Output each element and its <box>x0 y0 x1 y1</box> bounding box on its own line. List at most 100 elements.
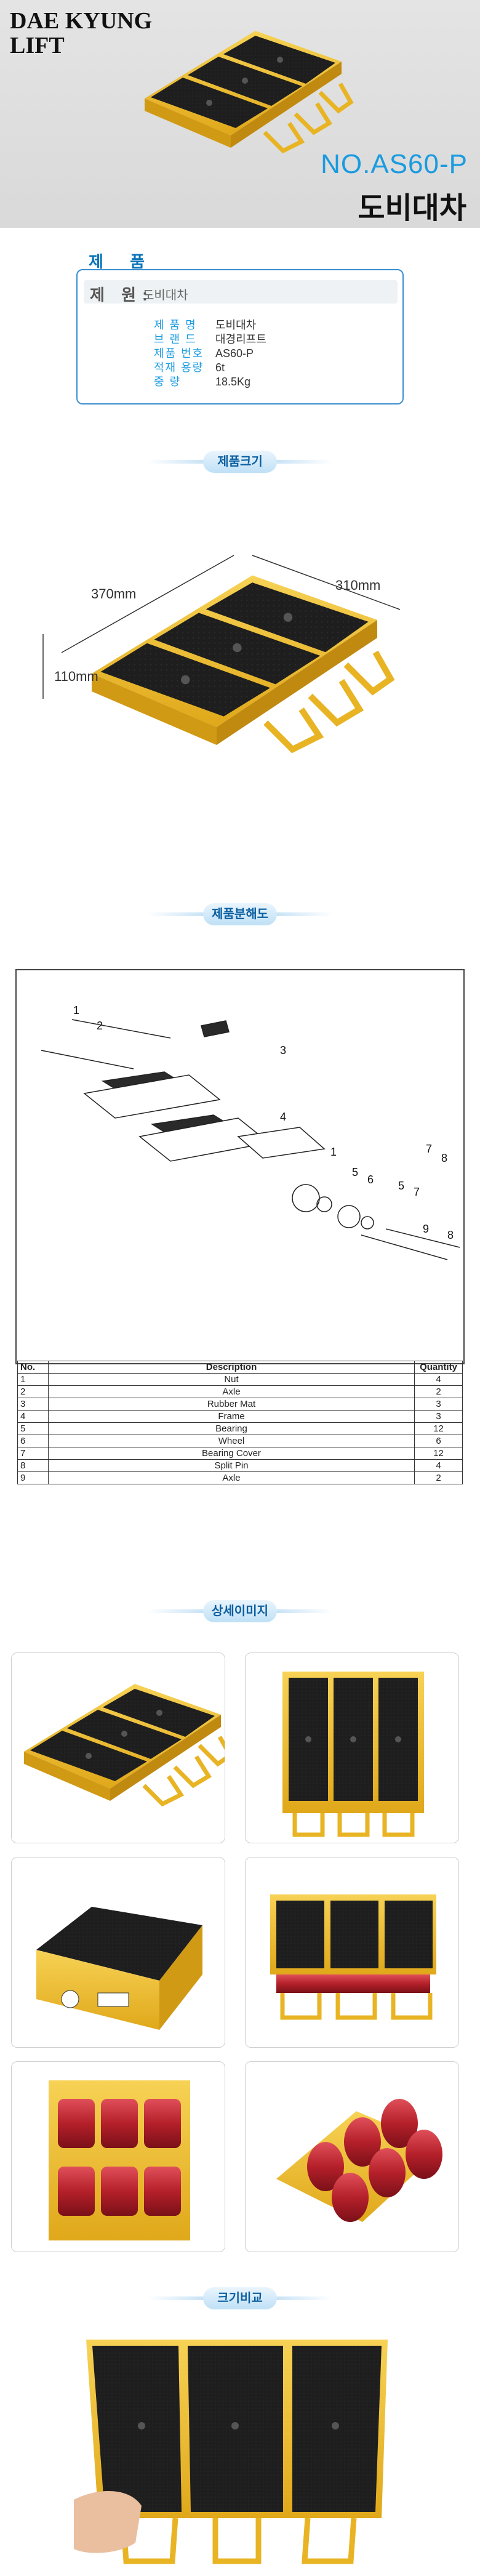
callout: 2 <box>97 1020 103 1032</box>
product-info: 제 품 제 원: 도비대차 제 품 명 도비대차 브 랜 드 대경리프트 제품 번호… <box>76 243 404 405</box>
cell-no: 6 <box>17 1435 49 1447</box>
cell-description: Wheel <box>48 1435 415 1447</box>
spec-key: 적재 용량 <box>154 361 204 374</box>
info-heading: 제 품 <box>89 252 156 271</box>
cell-no: 3 <box>17 1398 49 1411</box>
size-compare-photo <box>74 2340 388 2564</box>
section-label: 제품분해도 <box>203 903 277 925</box>
spec-value: 18.5Kg <box>215 376 251 388</box>
detail-photo-4 <box>245 1857 459 2048</box>
exploded-drawing <box>41 1019 460 1260</box>
section-header-compare: 크기비교 <box>0 2283 480 2314</box>
cell-no: 9 <box>17 1471 49 1484</box>
product-name: 도비대차 <box>358 192 466 225</box>
spec-row: 브 랜 드 대경리프트 <box>154 332 266 347</box>
col-header-quantity: Quantity <box>414 1361 463 1374</box>
section-label: 크기비교 <box>203 2287 277 2309</box>
info-row-value: 도비대차 <box>143 289 188 302</box>
callout: 5 <box>352 1166 359 1178</box>
length-dimension-line <box>61 555 234 653</box>
callout: 7 <box>426 1143 433 1155</box>
spec-value: 6t <box>215 361 225 374</box>
spec-key: 브 랜 드 <box>154 333 197 345</box>
cell-quantity: 3 <box>414 1398 463 1411</box>
cell-quantity: 2 <box>414 1471 463 1484</box>
spec-list: 제 품 명 도비대차 브 랜 드 대경리프트 제품 번호 AS60-P 적재 용량 6t… <box>154 318 266 389</box>
table-header-row: No. Description Quantity <box>17 1361 463 1374</box>
col-header-description: Description <box>48 1361 415 1374</box>
cell-no: 1 <box>17 1373 49 1386</box>
callout: 9 <box>423 1223 430 1235</box>
cell-quantity: 3 <box>414 1410 463 1423</box>
callout: 1 <box>73 1004 80 1016</box>
spec-row: 중 량 18.5Kg <box>154 375 266 389</box>
info-row-label: 제 원: <box>90 286 154 304</box>
spec-key: 중 량 <box>154 376 182 388</box>
width-dimension-line <box>252 555 401 610</box>
section-label: 제품크기 <box>203 451 277 473</box>
cell-description: Frame <box>48 1410 415 1423</box>
callout: 3 <box>280 1044 287 1057</box>
callout: 4 <box>280 1111 287 1123</box>
brand-line2: LIFT <box>10 33 65 58</box>
dimension-product-image <box>92 576 391 750</box>
spec-row: 제 품 명 도비대차 <box>154 318 266 332</box>
callout: 1 <box>330 1146 337 1158</box>
cell-no: 7 <box>17 1447 49 1460</box>
info-name-row: 제 원: 도비대차 <box>84 280 398 304</box>
cell-quantity: 12 <box>414 1422 463 1435</box>
callout: 8 <box>441 1152 448 1164</box>
section-header-detail: 상세이미지 <box>0 1596 480 1627</box>
section-label: 상세이미지 <box>203 1600 277 1622</box>
spec-key: 제품 번호 <box>154 347 204 360</box>
cell-description: Nut <box>48 1373 415 1386</box>
spec-value: 도비대차 <box>215 319 257 331</box>
cell-description: Bearing <box>48 1422 415 1435</box>
callout: 8 <box>447 1229 454 1241</box>
cell-description: Split Pin <box>48 1459 415 1472</box>
cell-quantity: 6 <box>414 1435 463 1447</box>
section-header-exploded: 제품분해도 <box>0 899 480 930</box>
cell-description: Axle <box>48 1471 415 1484</box>
cell-no: 8 <box>17 1459 49 1472</box>
cell-quantity: 2 <box>414 1385 463 1398</box>
cell-no: 5 <box>17 1422 49 1435</box>
cell-quantity: 4 <box>414 1459 463 1472</box>
brand-logo: DAE KYUNG LIFT <box>10 9 152 58</box>
spec-value: 대경리프트 <box>215 333 266 345</box>
spec-value: AS60-P <box>215 347 254 360</box>
width-label: 310mm <box>335 578 381 593</box>
brand-line1: DAE KYUNG <box>10 8 153 34</box>
detail-photo-2 <box>245 1652 459 1843</box>
cell-quantity: 12 <box>414 1447 463 1460</box>
dimension-drawing <box>42 555 401 813</box>
callout: 7 <box>414 1186 420 1198</box>
spec-row: 적재 용량 6t <box>154 361 266 375</box>
col-header-no: No. <box>17 1361 49 1374</box>
info-box: 제 원: 도비대차 제 품 명 도비대차 브 랜 드 대경리프트 제품 번호 AS60… <box>76 269 404 405</box>
hero-banner: DAE KYUNG LIFT NO.AS60-P 도비대차 <box>0 0 480 228</box>
detail-photo-5 <box>11 2061 225 2252</box>
callout: 5 <box>398 1180 405 1192</box>
detail-photo-3 <box>11 1857 225 2048</box>
model-number: NO.AS60-P <box>321 149 468 179</box>
callout: 6 <box>367 1173 374 1186</box>
cell-description: Rubber Mat <box>48 1398 415 1411</box>
cell-description: Axle <box>48 1385 415 1398</box>
section-header-size: 제품크기 <box>0 446 480 477</box>
exploded-diagram: 1 2 3 4 1 5 6 5 7 7 8 9 8 <box>15 969 465 1364</box>
hand <box>74 2491 142 2553</box>
spec-row: 제품 번호 AS60-P <box>154 347 266 361</box>
spec-key: 제 품 명 <box>154 319 197 331</box>
cell-description: Bearing Cover <box>48 1447 415 1460</box>
